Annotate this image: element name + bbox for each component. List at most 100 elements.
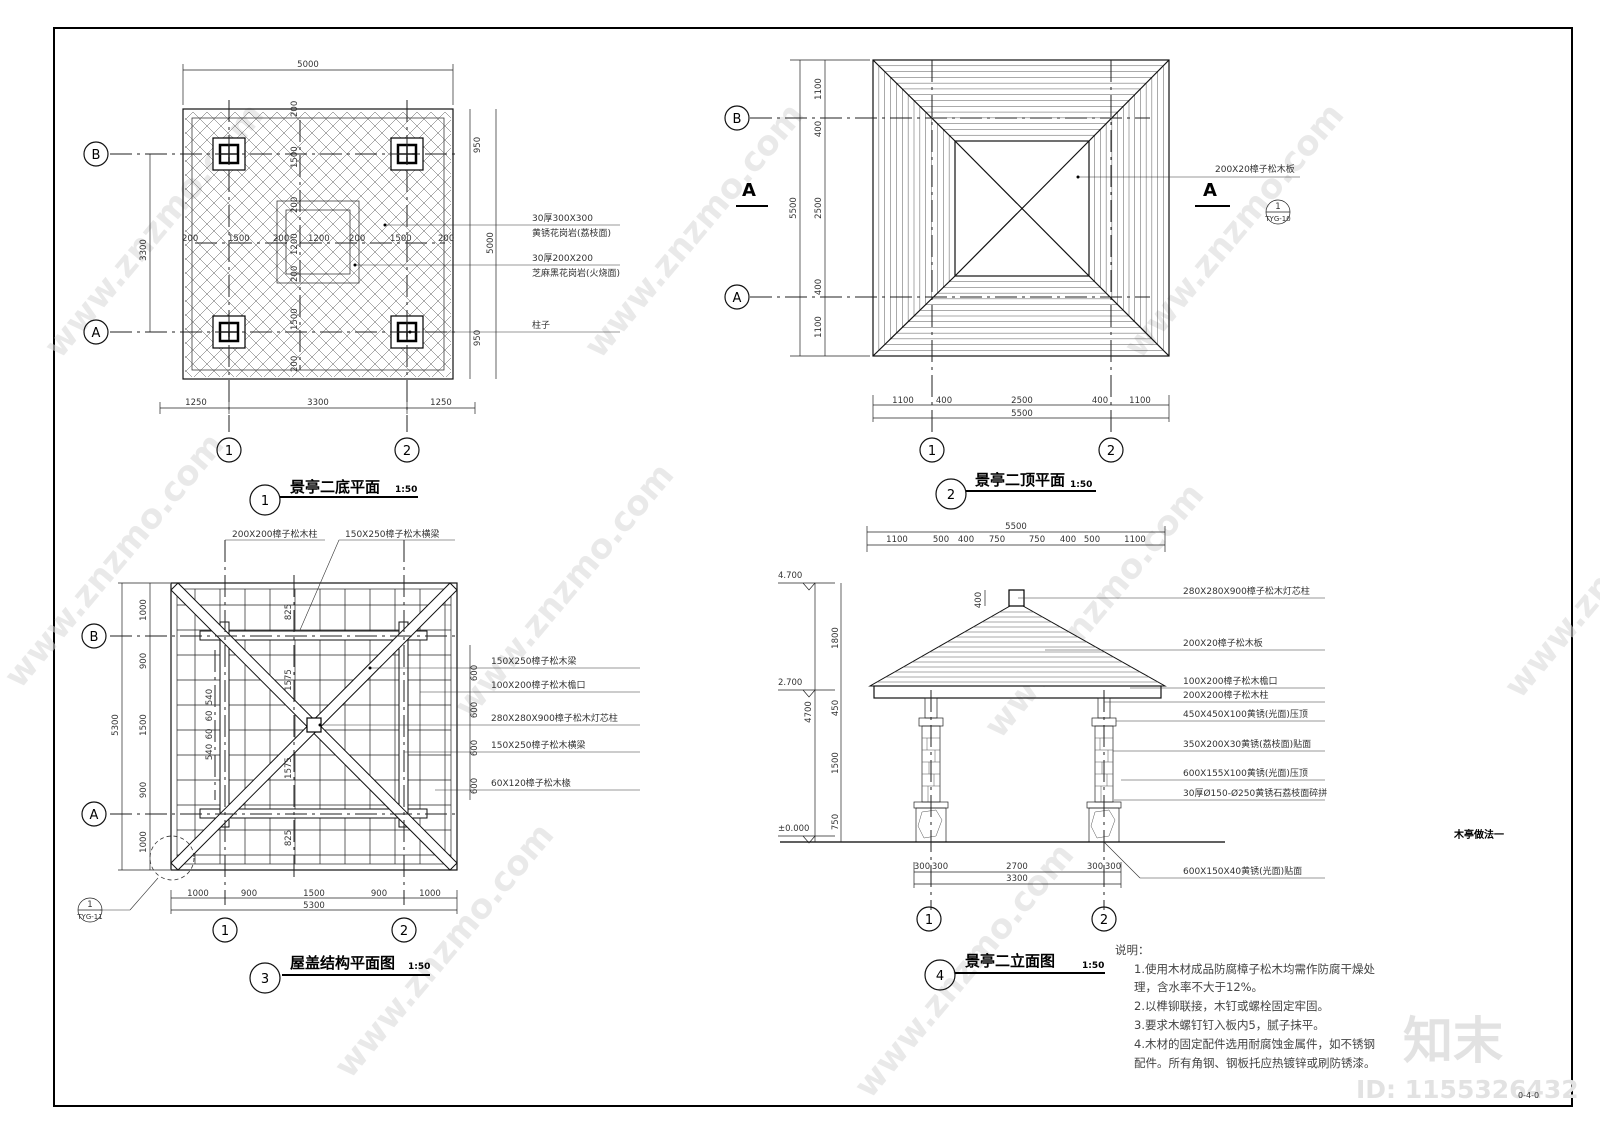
watermark-text: www.znzmo.com [846,835,1082,1105]
notes-heading: 说明： [1115,943,1150,957]
dim-label: 1100 [1124,535,1146,545]
axis-label: 2 [1107,444,1115,459]
dim-label: 5000 [297,60,319,70]
dim-label: 825 [284,830,294,846]
view4-elevation: 4.700 2.700 ±0.000 4700 1800 450 1500 75… [778,522,1327,991]
dim-label: 2700 [1006,862,1028,872]
notes-line: 理，含水率不大于12%。 [1134,980,1263,994]
dim-label: 825 [284,604,294,620]
level-label: 2.700 [778,678,802,688]
view-number: 2 [947,488,955,503]
dim-label: 1500 [139,714,149,736]
dim-label: 450 [831,700,841,716]
material-note: 100X200樟子松木檐口 [1183,675,1278,687]
dim-label: 1500 [831,752,841,774]
dim-label: 1500 [390,234,412,244]
dim-label: 600 [470,778,480,794]
section-mark: A [1203,180,1217,201]
material-note: 芝麻黑花岗岩(火烧面) [532,267,620,279]
dim-label: 1500 [290,308,300,330]
dim-label: 900 [139,782,149,798]
dim-label: 2500 [1011,396,1033,406]
dim-label: 2500 [814,197,824,219]
axis-label: 1 [225,444,233,459]
view-title: 景亭二顶平面 [975,471,1065,489]
material-note: 600X155X100黄锈(光面)压顶 [1183,767,1308,779]
view3-roof-structure: 1000 900 1500 900 1000 5300 825 1575 157… [76,528,640,994]
view-scale: 1:50 [1070,480,1092,490]
ref-number: 1 [1275,202,1280,212]
material-note: 30厚300X300 [532,213,593,224]
dim-label: 750 [831,814,841,830]
dim-label: 900 [371,889,387,899]
dim-label: 950 [473,137,483,153]
level-label: 4.700 [778,571,802,581]
dim-label: 60 [205,711,215,722]
dim-label: 1000 [139,831,149,853]
material-note: 黄锈花岗岩(荔枝面) [532,227,611,239]
dim-label: 540 [205,689,215,705]
dim-label: 1500 [303,889,325,899]
dim-label: 600 [470,702,480,718]
notes-line: 3.要求木螺钉钉入板内5，腻子抹平。 [1134,1018,1325,1032]
axis-label: A [733,291,742,306]
dim-label: 300 [1087,862,1103,872]
dim-label: 200 [290,197,300,213]
material-note: 280X280X900樟子松木灯芯柱 [1183,585,1310,597]
dim-label: 1250 [185,398,207,408]
dim-label: 3300 [1006,874,1028,884]
axis-label: B [733,112,742,127]
axis-label: A [92,326,101,341]
dim-label: 200 [290,101,300,117]
dim-label: 200 [349,234,365,244]
dim-label: 900 [241,889,257,899]
material-note: 30厚Ø150-Ø250黄锈石荔枝面碎拼 [1183,787,1327,799]
level-label: ±0.000 [778,824,809,834]
material-note: 200X20樟子松木板 [1183,637,1263,649]
material-note: 柱子 [532,319,550,331]
sheet-number: 0-4-0 [1518,1091,1539,1100]
view2-roof-plan: 1100 400 2500 400 1100 5500 1100 400 250… [724,59,1300,510]
dim-label: 1200 [308,234,330,244]
material-note: 150X250樟子松木梁 [491,655,577,667]
dim-label: 1575 [284,669,294,691]
ref-number: 1 [87,900,92,910]
axis-label: 2 [1100,913,1108,928]
dim-label: 5500 [1011,409,1033,419]
dim-label: 1100 [814,316,824,338]
dim-label: 1100 [814,78,824,100]
material-note: 600X150X40黄锈(光面)贴面 [1183,865,1302,877]
dim-label: 400 [974,592,984,608]
view-scale: 1:50 [395,485,417,495]
dim-label: 400 [1060,535,1076,545]
dim-label: 5300 [303,901,325,911]
dim-label: 540 [205,744,215,760]
dim-label: 200 [273,234,289,244]
dim-label: 750 [1029,535,1045,545]
dim-label: 200 [290,266,300,282]
axis-label: 1 [925,913,933,928]
view-scale: 1:50 [1082,961,1104,971]
ref-sheet: TYG-10 [1264,215,1290,223]
explanation-notes: 说明： 1.使用木材成品防腐樟子松木均需作防腐干燥处 理，含水率不大于12%。 … [1115,943,1376,1070]
dim-label: 300 [1105,862,1121,872]
dim-label: 900 [139,653,149,669]
view-scale: 1:50 [408,962,430,972]
dim-label: 300 [932,862,948,872]
material-note: 100X200樟子松木檐口 [491,679,586,691]
notes-line: 1.使用木材成品防腐樟子松木均需作防腐干燥处 [1134,962,1375,976]
dim-label: 1100 [886,535,908,545]
axis-label: B [90,630,99,645]
dim-label: 5500 [1005,522,1027,532]
view-number: 4 [936,969,944,984]
material-note: 150X250樟子松木横梁 [345,528,440,540]
axis-label: 2 [403,444,411,459]
dim-label: 600 [470,740,480,756]
material-note: 200X20樟子松木板 [1215,163,1295,175]
image-id: ID: 1155326432 [1356,1075,1579,1104]
dim-label: 1000 [139,599,149,621]
watermark-text: www.znzmo.com [576,95,812,365]
dim-label: 400 [814,279,824,295]
dim-label: 600 [470,665,480,681]
